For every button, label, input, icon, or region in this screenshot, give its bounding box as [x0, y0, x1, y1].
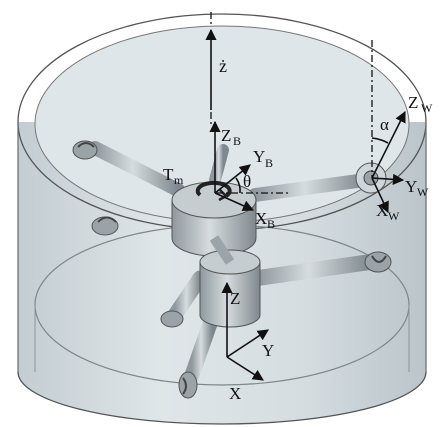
z-w-subscript: W: [421, 101, 433, 115]
x-b-label: X: [255, 209, 267, 228]
x-world-label: X: [229, 384, 241, 403]
z-dot-label: ż: [219, 56, 227, 76]
theta-label: θ: [243, 172, 251, 191]
x-w-label: X: [376, 201, 388, 220]
z-b-subscript: B: [233, 134, 241, 148]
y-world-label: Y: [262, 341, 274, 360]
y-b-subscript: B: [265, 156, 273, 170]
alpha-label: α: [380, 115, 389, 134]
z-b-label: Z: [221, 126, 231, 145]
y-w-label: Y: [405, 177, 417, 196]
x-b-subscript: B: [267, 217, 275, 231]
y-b-label: Y: [253, 147, 265, 166]
x-w-subscript: W: [388, 209, 400, 223]
upper-arm-back: [215, 150, 223, 180]
y-w-subscript: W: [417, 185, 429, 199]
t-m-label: T: [163, 165, 174, 184]
t-m-subscript: m: [174, 173, 184, 187]
z-w-label: Z: [408, 93, 418, 112]
z-world-label: Z: [230, 289, 240, 308]
